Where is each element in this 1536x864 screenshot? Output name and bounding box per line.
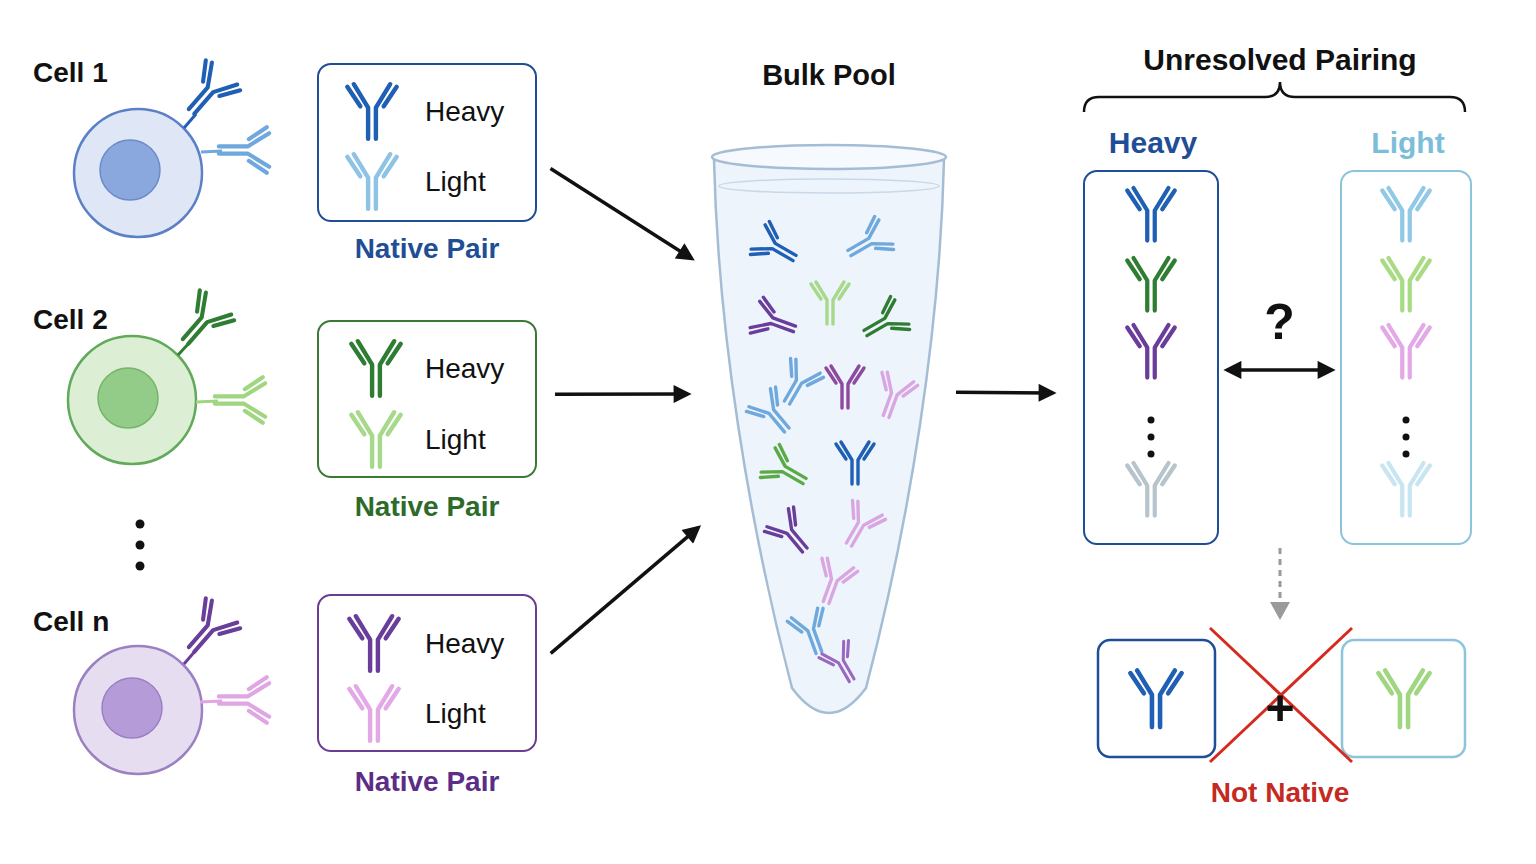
continuation-dot (136, 541, 145, 550)
chain-label: Light (425, 166, 545, 198)
cell-nucleus (102, 678, 162, 738)
native-pair-box: HeavyLightNative Pair (317, 320, 537, 478)
plus-sign: + (1240, 680, 1320, 738)
pair-caption: Native Pair (297, 766, 557, 798)
antibody-icon (840, 216, 895, 270)
antibody-icon (808, 556, 858, 608)
heavy-chain-icon (1127, 188, 1175, 241)
cross-mark (1210, 628, 1352, 762)
column-heading: Light (1312, 126, 1504, 161)
continuation-dot (1403, 434, 1410, 441)
edge-label: ? (1240, 294, 1320, 352)
light-chain-icon (1382, 463, 1430, 516)
chain-label: Heavy (425, 353, 545, 385)
antibody-icon (219, 677, 269, 723)
warning-label: Not Native (1140, 777, 1420, 809)
tube-rim (712, 145, 946, 169)
flow-arrow (956, 391, 1053, 395)
pair-caption: Native Pair (297, 233, 557, 265)
continuation-dot (1148, 451, 1155, 458)
cell-body (74, 109, 202, 237)
antibody-icon (174, 597, 241, 665)
cell-body (68, 336, 196, 464)
flow-arrow (550, 169, 691, 259)
antibody-icon (811, 282, 849, 324)
chain-label: Heavy (425, 96, 545, 128)
dotted-arrow-head (1270, 602, 1290, 620)
light-result-box (1342, 640, 1465, 757)
antibody-icon (745, 386, 801, 443)
antibody-icon (174, 59, 241, 127)
native-pair-box: HeavyLightNative Pair (317, 63, 537, 222)
heavy-chain-list: Heavy (1083, 170, 1219, 545)
chain-label: Light (425, 424, 545, 456)
heavy-result-box (1098, 640, 1215, 757)
flow-arrow (551, 528, 699, 654)
continuation-dot (1403, 417, 1410, 424)
antibody-icon (748, 297, 800, 347)
heavy-chain-icon (349, 616, 398, 671)
light-chain-icon (349, 686, 398, 741)
antibody-icon (219, 127, 269, 173)
light-chain-icon (347, 154, 396, 209)
cell-label: Cell 1 (33, 57, 173, 89)
cross-mark (1210, 628, 1352, 762)
tube-title: Bulk Pool (672, 59, 986, 92)
cell-nucleus (100, 140, 160, 200)
antibody-icon (833, 499, 887, 554)
antibody-icon (168, 289, 235, 357)
chain-label: Light (425, 698, 545, 730)
light-chain-icon (1382, 188, 1430, 241)
light-chain-icon (351, 412, 400, 467)
tube-inner-rim (719, 179, 939, 193)
cell-label: Cell n (33, 606, 173, 638)
heavy-chain-icon (1127, 258, 1175, 311)
heavy-chain-icon (347, 84, 396, 139)
continuation-dot (136, 562, 145, 571)
flow-arrow (555, 392, 688, 396)
tube-body (714, 160, 944, 713)
group-heading: Unresolved Pairing (1060, 43, 1500, 78)
heavy-chain-icon (1127, 325, 1175, 378)
heavy-chain-icon (1130, 670, 1181, 727)
dotted-arrow (1279, 548, 1282, 604)
light-chain-icon (1378, 670, 1429, 727)
antibody-icon (763, 506, 819, 563)
antibody-icon (787, 606, 837, 658)
continuation-dot (136, 520, 145, 529)
pair-caption: Native Pair (297, 491, 557, 523)
cell-label: Cell 2 (33, 304, 173, 336)
antibody-icon (868, 370, 918, 422)
antibody-icon (215, 377, 265, 423)
antibody-icon (856, 296, 911, 350)
cell-body (74, 646, 202, 774)
antibody-icon (826, 366, 864, 408)
group-bracket (1084, 82, 1465, 112)
bulk-pool-tube: Bulk Pool (712, 145, 946, 720)
antibody-icon (749, 221, 804, 275)
antibody-stalk (184, 114, 196, 128)
light-chain-list: Light (1340, 170, 1472, 545)
continuation-dot (1148, 434, 1155, 441)
heavy-chain-icon (351, 341, 400, 396)
continuation-dot (1403, 451, 1410, 458)
antibody-icon (836, 442, 874, 484)
antibody-icon (759, 444, 814, 498)
native-pair-box: HeavyLightNative Pair (317, 594, 537, 752)
continuation-dot (1148, 417, 1155, 424)
column-heading: Heavy (1055, 126, 1251, 161)
cell-nucleus (98, 368, 158, 428)
light-chain-icon (1382, 258, 1430, 311)
antibody-icon (818, 639, 867, 689)
light-chain-icon (1382, 325, 1430, 378)
flow-arrow (1227, 368, 1332, 372)
heavy-chain-icon (1127, 463, 1175, 516)
chain-label: Heavy (425, 628, 545, 660)
